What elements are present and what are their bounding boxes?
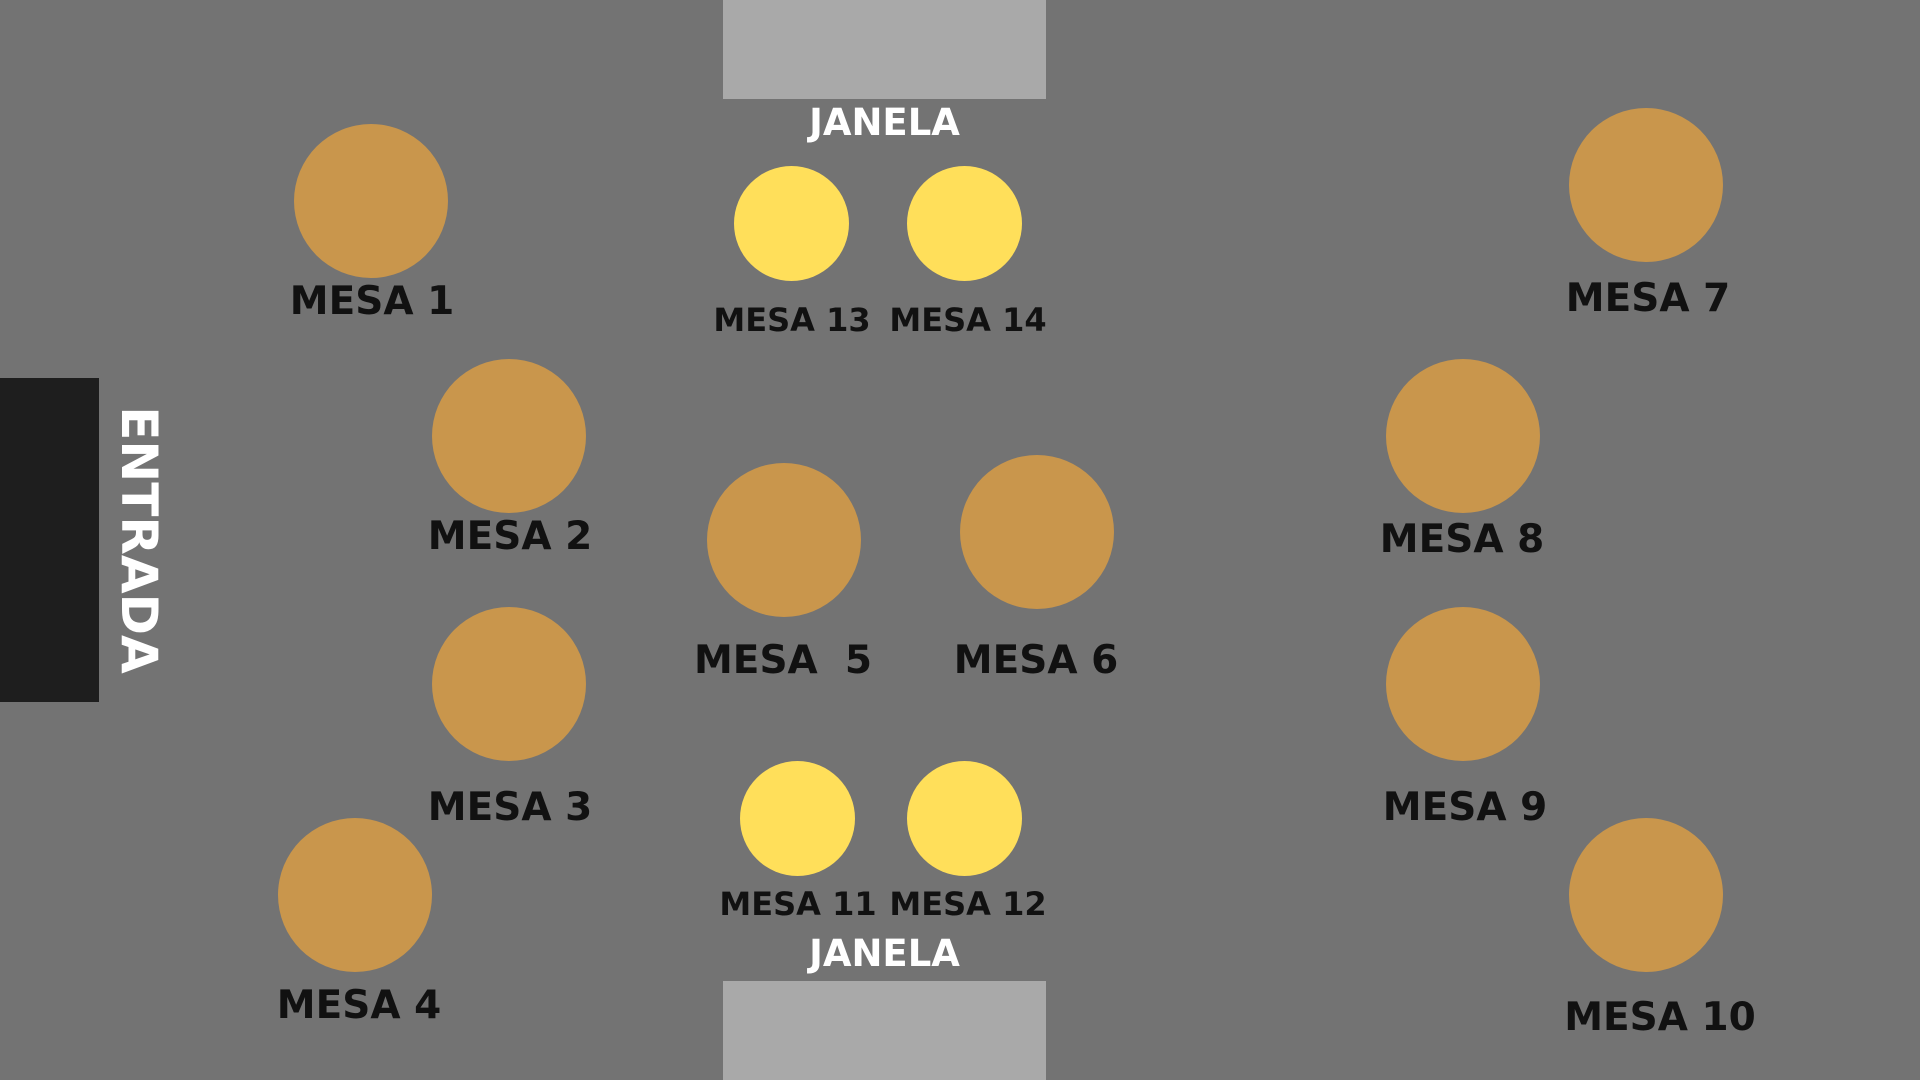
table-label-mesa-2: MESA 2 [427,514,593,559]
table-label-mesa-5: MESA 5 [693,638,873,683]
table-mesa-9[interactable] [1386,607,1540,761]
window-bottom [723,981,1046,1080]
window-top-label: JANELA [809,101,960,144]
table-mesa-4[interactable] [278,818,432,972]
table-mesa-14[interactable] [907,166,1022,281]
table-mesa-10[interactable] [1569,818,1723,972]
table-label-mesa-13: MESA 13 [713,301,871,339]
table-mesa-1[interactable] [294,124,448,278]
table-mesa-5[interactable] [707,463,861,617]
table-label-mesa-8: MESA 8 [1379,517,1545,562]
table-mesa-7[interactable] [1569,108,1723,262]
table-label-mesa-1: MESA 1 [289,279,455,324]
table-label-mesa-11: MESA 11 [719,885,877,923]
table-mesa-11[interactable] [740,761,855,876]
entrance-label: ENTRADA [110,406,168,674]
table-label-mesa-7: MESA 7 [1565,276,1731,321]
table-mesa-6[interactable] [960,455,1114,609]
table-mesa-13[interactable] [734,166,849,281]
table-label-mesa-10: MESA 10 [1564,995,1756,1040]
table-label-mesa-4: MESA 4 [276,983,442,1028]
table-mesa-8[interactable] [1386,359,1540,513]
table-mesa-12[interactable] [907,761,1022,876]
table-label-mesa-12: MESA 12 [889,885,1047,923]
table-label-mesa-6: MESA 6 [953,638,1119,683]
table-label-mesa-14: MESA 14 [889,301,1047,339]
table-mesa-2[interactable] [432,359,586,513]
table-mesa-3[interactable] [432,607,586,761]
window-top [723,0,1046,99]
table-label-mesa-9: MESA 9 [1382,785,1548,830]
entrance-door [0,378,99,702]
table-label-mesa-3: MESA 3 [427,785,593,830]
window-bottom-label: JANELA [809,932,960,975]
